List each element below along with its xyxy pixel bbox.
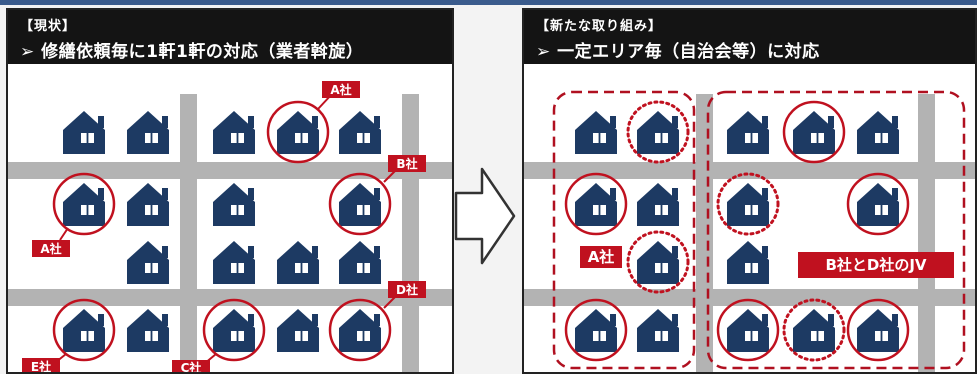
house-icon — [63, 183, 105, 226]
new-approach-title: ➢ 一定エリア毎（自治会等）に対応 — [536, 42, 820, 62]
house-icon — [637, 183, 679, 226]
house-icon — [63, 309, 105, 352]
label-a: A社 — [588, 248, 615, 266]
label-b: B社 — [396, 156, 417, 171]
house-icon — [793, 309, 835, 352]
contractor-circle — [846, 172, 910, 236]
house-icon — [213, 309, 255, 352]
new-approach-header: 【新たな取り組み】 ➢ 一定エリア毎（自治会等）に対応 — [524, 10, 975, 64]
road-horizontal-lower — [524, 289, 975, 306]
current-state-map: A社 B社 D社 A社 E社 C社 — [8, 81, 452, 374]
new-approach-map: A社 B社とD社のJV — [524, 90, 975, 372]
road-horizontal-lower — [8, 289, 452, 306]
road-vertical-left — [180, 94, 197, 372]
house-icon — [575, 183, 617, 226]
contractor-circle — [52, 298, 116, 362]
house-icon — [857, 309, 899, 352]
house-icon — [127, 241, 169, 284]
right-arrow-icon — [454, 167, 516, 265]
house-icon — [213, 111, 255, 154]
house-icon — [127, 309, 169, 352]
contractor-circle — [846, 298, 910, 362]
current-state-header: 【現状】 ➢ 修繕依頼毎に1軒1軒の対応（業者斡旋） — [8, 10, 452, 64]
current-state-title: ➢ 修繕依頼毎に1軒1軒の対応（業者斡旋） — [20, 42, 364, 62]
contractor-circle — [202, 298, 266, 362]
label-d: D社 — [396, 282, 418, 297]
house-icon — [727, 111, 769, 154]
top-accent-line — [0, 0, 977, 5]
house-icon — [637, 111, 679, 154]
house-icon — [63, 111, 105, 154]
road-vertical-left — [696, 94, 713, 372]
current-state-panel: 【現状】 ➢ 修繕依頼毎に1軒1軒の対応（業者斡旋） — [6, 8, 454, 374]
house-icon — [339, 309, 381, 352]
area-house-circle — [626, 230, 690, 294]
label-bd-jv: B社とD社のJV — [825, 256, 926, 274]
new-approach-panel: 【新たな取り組み】 ➢ 一定エリア毎（自治会等）に対応 — [522, 8, 977, 374]
contractor-circle — [328, 298, 392, 362]
house-icon — [727, 183, 769, 226]
contractor-circle — [564, 298, 628, 362]
house-icon — [575, 309, 617, 352]
house-icon — [339, 183, 381, 226]
house-icon — [339, 111, 381, 154]
house-icon — [127, 183, 169, 226]
road-vertical-right — [918, 94, 935, 372]
house-icon — [277, 241, 319, 284]
house-icon — [277, 111, 319, 154]
house-icon — [637, 309, 679, 352]
label-a-top: A社 — [330, 82, 351, 97]
contractor-circle — [266, 100, 330, 164]
contractor-circle — [782, 100, 846, 164]
contractor-circle — [564, 172, 628, 236]
label-c: C社 — [181, 360, 202, 374]
house-icon — [339, 241, 381, 284]
contractor-circle — [716, 298, 780, 362]
house-icon — [793, 111, 835, 154]
area-house-circle — [626, 100, 690, 164]
area-bd-boundary — [706, 90, 966, 370]
house-icon — [857, 183, 899, 226]
area-house-circle — [782, 298, 846, 362]
road-horizontal-upper — [524, 162, 975, 179]
area-house-circle — [716, 172, 780, 236]
new-approach-tag: 【新たな取り組み】 — [536, 19, 663, 34]
current-state-tag: 【現状】 — [20, 19, 77, 34]
house-icon — [857, 111, 899, 154]
house-icon — [727, 241, 769, 284]
house-icon — [213, 183, 255, 226]
area-a-boundary — [552, 90, 696, 370]
house-icon — [213, 241, 255, 284]
contractor-circle — [52, 172, 116, 236]
house-icon — [727, 309, 769, 352]
label-e: E社 — [31, 359, 51, 374]
house-icon — [575, 111, 617, 154]
label-a-left: A社 — [40, 241, 61, 256]
house-icon — [277, 309, 319, 352]
house-icon — [127, 111, 169, 154]
contractor-circle — [328, 172, 392, 236]
road-horizontal-upper — [8, 162, 452, 179]
road-vertical-right — [402, 94, 419, 372]
house-icon — [637, 241, 679, 284]
